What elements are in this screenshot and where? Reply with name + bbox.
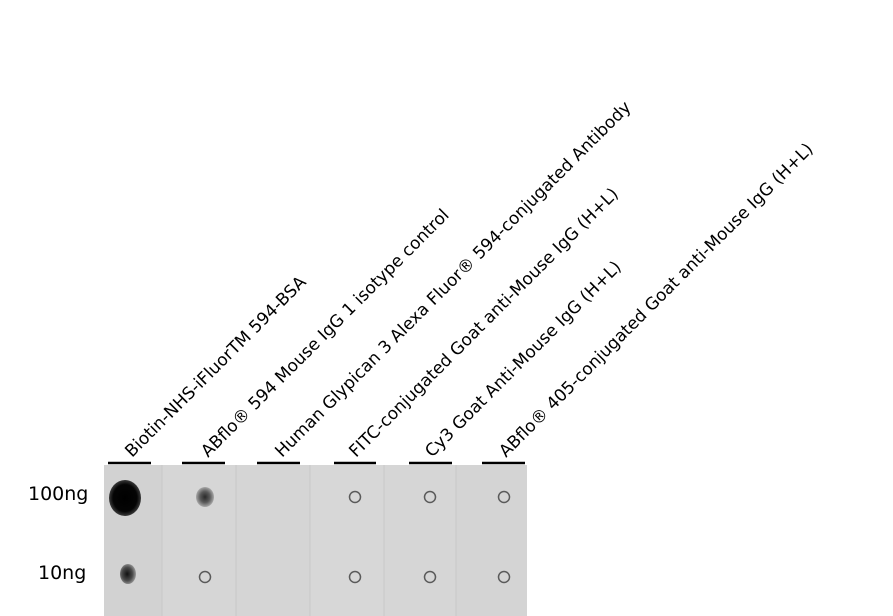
dot-faint (497, 570, 511, 584)
membrane (104, 465, 527, 616)
row-label-10ng: 10ng (38, 562, 86, 584)
dot-medium (196, 487, 214, 507)
dot-faint (497, 490, 511, 504)
dots-row-100ng (109, 480, 511, 516)
row-labels: 100ng 10ng (28, 483, 88, 584)
dot-faint (423, 490, 437, 504)
dot-small (120, 564, 136, 584)
membrane-strip-2 (162, 465, 236, 616)
dot-faint (348, 570, 362, 584)
lane-label-3: Human Glypican 3 Alexa Fluor® 594-conjug… (271, 98, 635, 462)
dot-strong (109, 480, 141, 516)
lane-label-4: FITC-conjugated Goat anti-Mouse IgG (H+L… (345, 184, 622, 461)
membrane-strip-5 (384, 465, 456, 616)
membrane-strip-3 (236, 465, 310, 616)
dot-faint (423, 570, 437, 584)
membrane-strip-6 (456, 465, 527, 616)
lane-labels: Biotin-NHS-iFluorTM 594-BSA ABflo® 594 M… (121, 98, 817, 462)
dot-faint (348, 490, 362, 504)
row-label-100ng: 100ng (28, 483, 88, 505)
dots-row-10ng (120, 564, 511, 584)
membrane-strip-4 (310, 465, 384, 616)
dot-faint (198, 570, 212, 584)
